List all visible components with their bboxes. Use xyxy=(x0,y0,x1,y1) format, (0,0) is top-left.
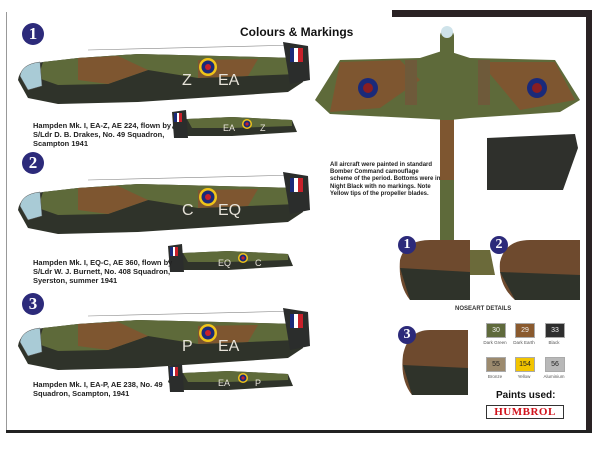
caption-line: Squadron, Scampton, 1941 xyxy=(33,389,130,398)
profile-caption: Hampden Mk. I, EQ-C, AE 360, flown by S/… xyxy=(33,258,172,285)
paint-name: Dark Green xyxy=(483,340,507,345)
noseart-detail-views xyxy=(399,240,580,395)
svg-text:EA: EA xyxy=(223,123,235,133)
paint-swatch: 55 xyxy=(486,357,506,372)
svg-text:EA: EA xyxy=(218,72,240,89)
caption-line: Hampden Mk. I, EA-P, AE 238, No. 49 xyxy=(33,380,163,389)
wing-underside-view xyxy=(487,134,578,190)
paint-swatch: 33 xyxy=(545,323,565,338)
noseart-title: NOSEART DETAILS xyxy=(455,306,512,312)
svg-text:EQ: EQ xyxy=(218,202,241,219)
profile-3-side-view: P EA EA P xyxy=(17,307,311,392)
paint-swatch: 30 xyxy=(486,323,506,338)
paint-swatch: 56 xyxy=(545,357,565,372)
caption-line: Hampden Mk. I, EQ-C, AE 360, flown by xyxy=(33,258,173,267)
profile-number-badge: 1 xyxy=(22,23,44,45)
profile-1-side-view: Z EA EA Z xyxy=(17,41,311,138)
frame-line xyxy=(392,10,592,17)
humbrol-logo: HUMBROL xyxy=(486,405,564,419)
page-title: Colours & Markings xyxy=(240,25,354,39)
caption-line: Hampden Mk. I, EA-Z, AE 224, flown by xyxy=(33,121,172,130)
profile-2-side-view: C EQ EQ C xyxy=(17,171,311,272)
profile-number-badge: 2 xyxy=(22,152,44,174)
svg-text:EQ: EQ xyxy=(218,258,231,268)
svg-text:EA: EA xyxy=(218,338,240,355)
svg-text:Z: Z xyxy=(260,123,266,133)
paint-name: Bronze xyxy=(487,374,503,379)
caption-line: Scampton 1941 xyxy=(33,139,89,148)
noseart-number-badge: 1 xyxy=(398,236,416,254)
caption-line: S/Ldr D. B. Drakes, No. 49 Squadron, xyxy=(33,130,165,139)
profile-caption: Hampden Mk. I, EA-P, AE 238, No. 49 Squa… xyxy=(33,380,163,398)
caption-line: S/Ldr W. J. Burnett, No. 408 Squadron, xyxy=(33,267,171,276)
paint-swatch: 154 xyxy=(515,357,535,372)
caption-line: Syerston, summer 1941 xyxy=(33,276,118,285)
svg-text:Z: Z xyxy=(182,72,192,89)
paint-swatch: 29 xyxy=(515,323,535,338)
profile-number-badge: 3 xyxy=(22,293,44,315)
noseart-number-badge: 2 xyxy=(490,236,508,254)
noseart-number-badge: 3 xyxy=(398,326,416,344)
svg-text:EA: EA xyxy=(218,378,230,388)
frame-line xyxy=(586,10,592,433)
paint-name: Black xyxy=(548,340,560,345)
frame-line xyxy=(6,12,7,430)
svg-text:P: P xyxy=(182,338,193,355)
svg-text:P: P xyxy=(255,378,261,388)
paint-name: Aluminium xyxy=(543,374,565,379)
paint-name: Yellow xyxy=(517,374,531,379)
frame-line xyxy=(6,430,592,433)
svg-text:C: C xyxy=(182,202,194,219)
paint-name: Dark Earth xyxy=(513,340,535,345)
camouflage-note: All aircraft were painted in standard Bo… xyxy=(330,162,441,197)
profile-caption: Hampden Mk. I, EA-Z, AE 224, flown by S/… xyxy=(33,121,171,148)
top-view xyxy=(315,26,580,275)
svg-text:C: C xyxy=(255,258,262,268)
paints-used-label: Paints used: xyxy=(496,390,556,401)
